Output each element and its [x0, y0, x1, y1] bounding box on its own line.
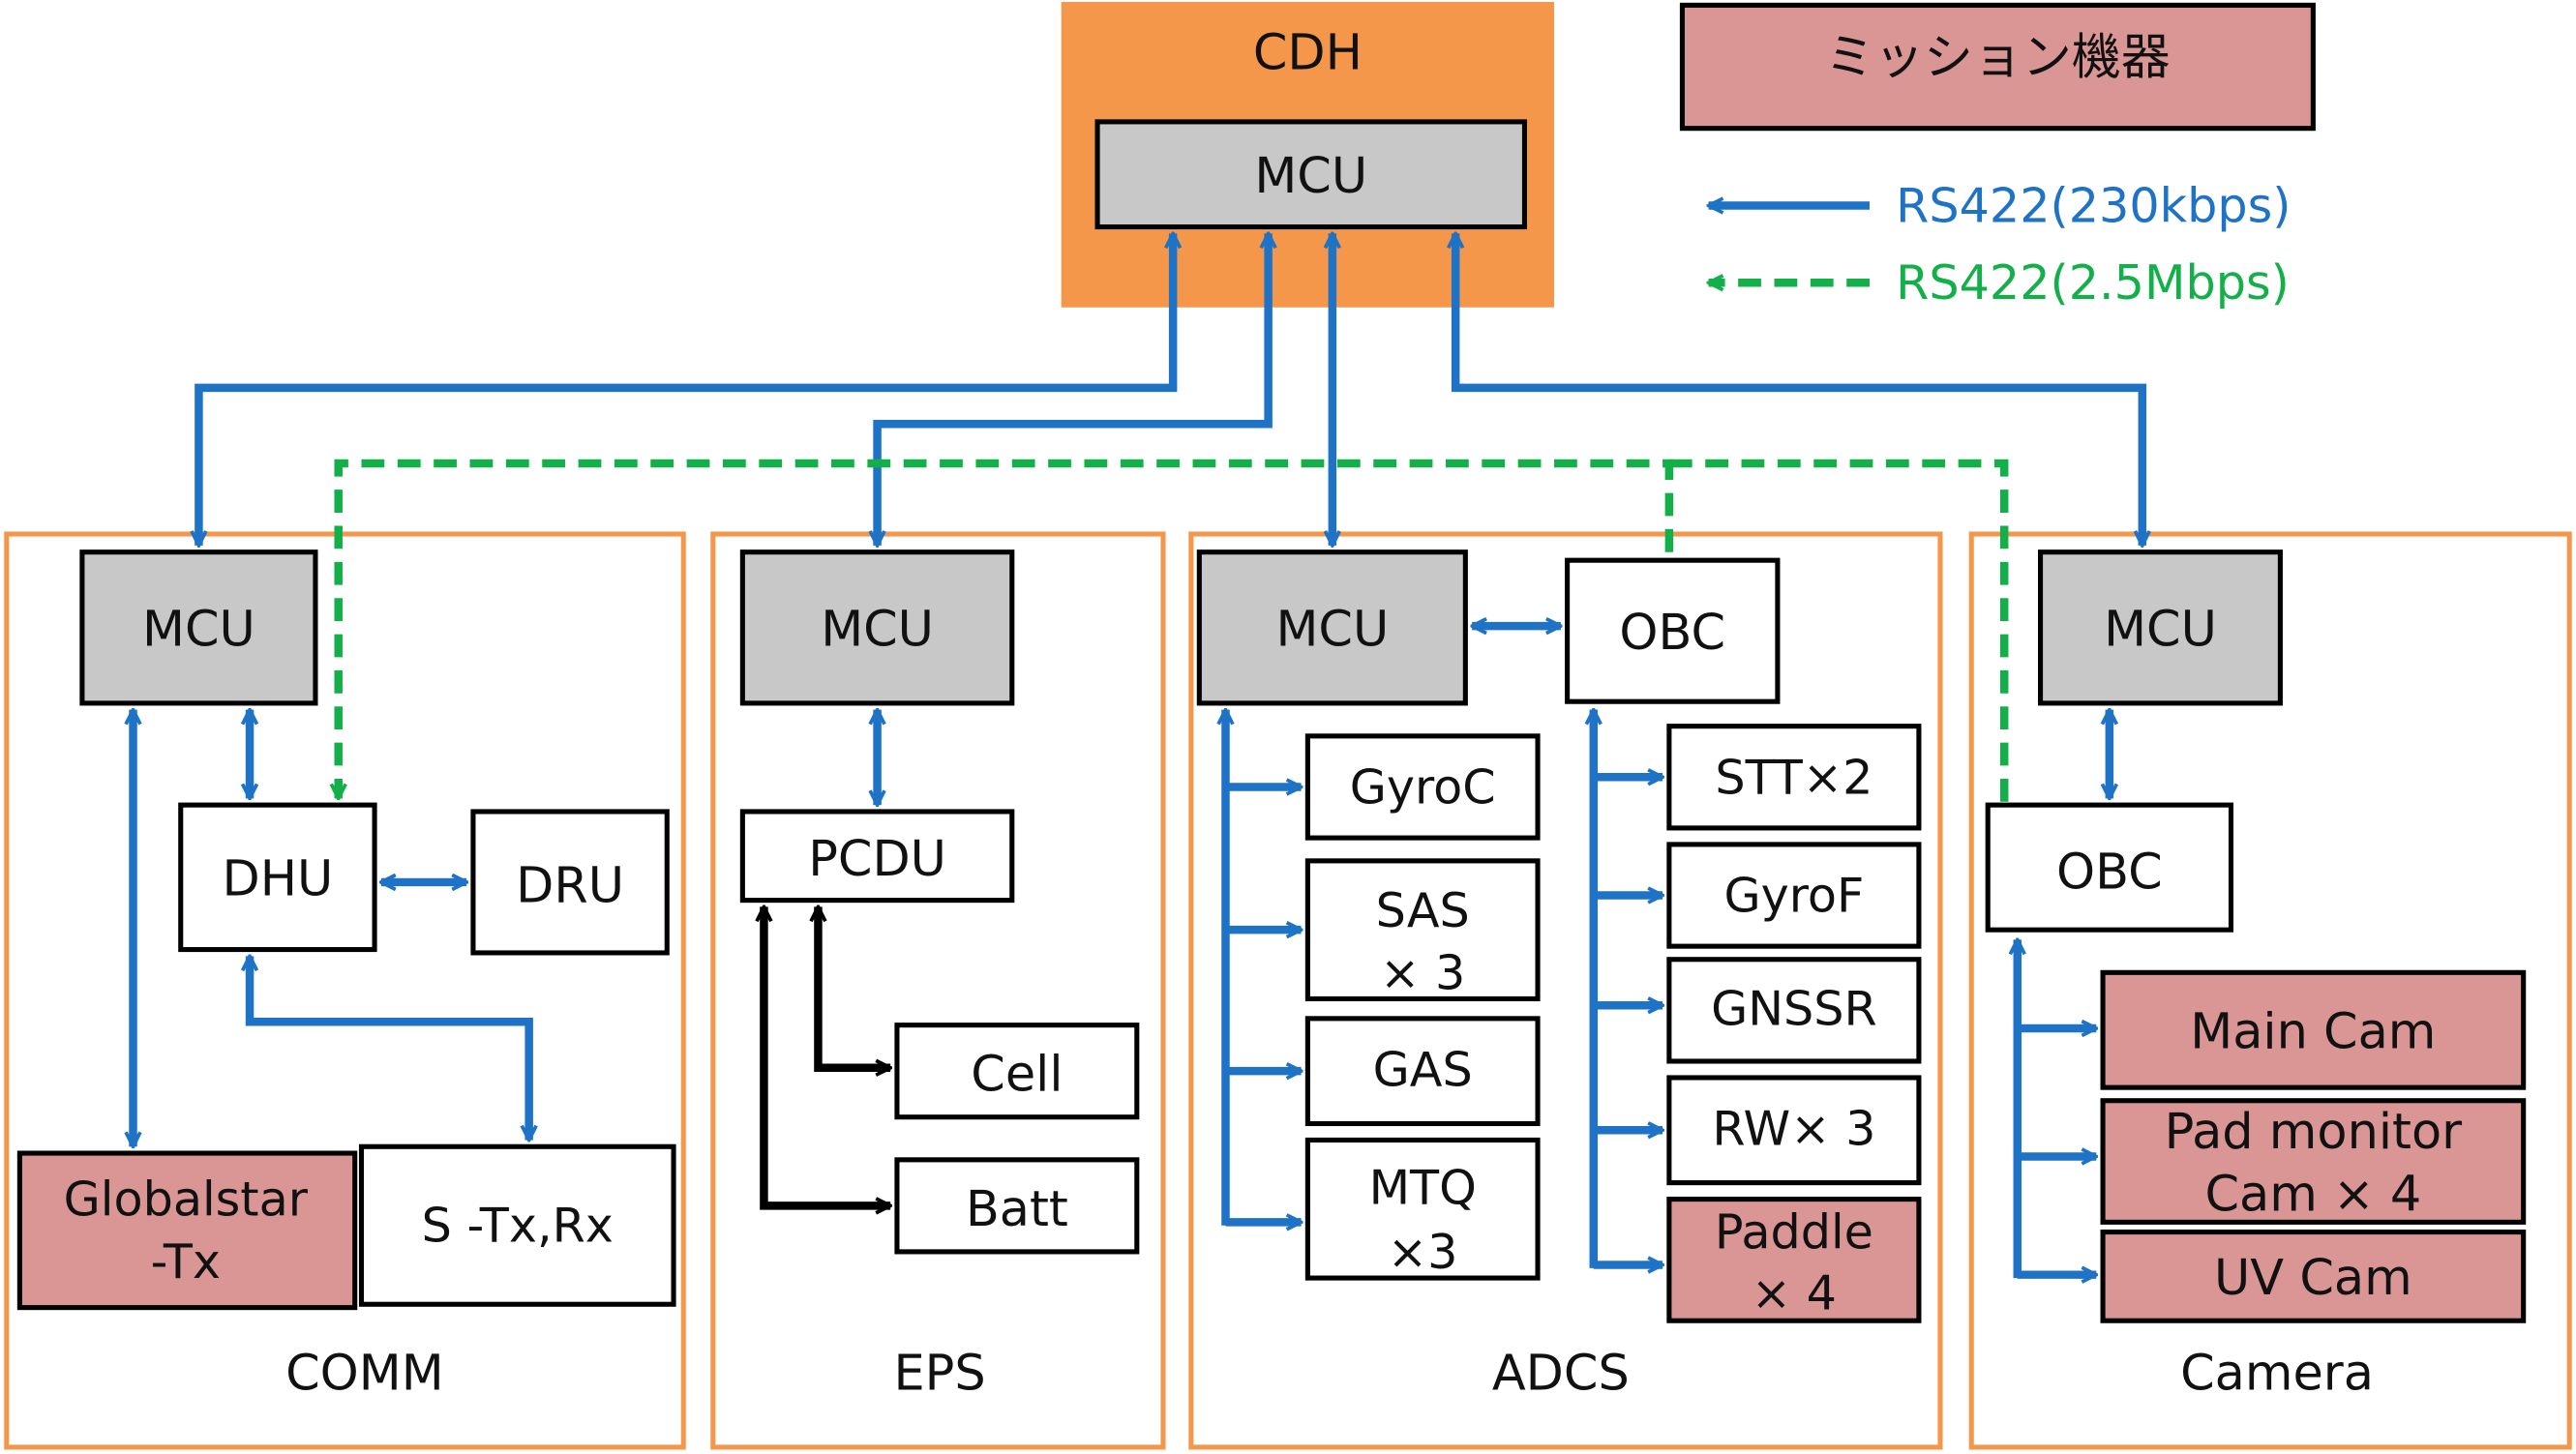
adcs-gyroc-box: [1304, 733, 1541, 841]
adcs-mtq-line1: MTQ: [1369, 1160, 1477, 1216]
adcs-gas-box: [1304, 1016, 1541, 1127]
adcs-sas-box: [1304, 858, 1541, 1002]
adcs-paddle-box[interactable]: [1666, 1197, 1922, 1323]
comm-globalstar-line1: Globalstar: [64, 1172, 309, 1228]
adcs-gyrof-label: GyroF: [1723, 867, 1864, 923]
camera-mcu-box: [2038, 549, 2283, 706]
adcs-gnssr-box: [1666, 957, 1922, 1064]
cdh-links: [198, 233, 2142, 546]
camera-uv-cam-box[interactable]: [2100, 1229, 2527, 1323]
camera-pad-cam-line2: Cam × 4: [2204, 1166, 2421, 1223]
camera-main-cam-label: Main Cam: [2190, 1003, 2436, 1060]
camera-mcu-label: MCU: [2104, 601, 2217, 658]
fast-links: [339, 459, 2009, 802]
camera-obc-label: OBC: [2056, 845, 2163, 902]
comm-name: COMM: [285, 1346, 444, 1403]
adcs-gnssr-label: GNSSR: [1711, 981, 1877, 1037]
comm-stxrx-box: [358, 1143, 676, 1307]
comm-dru-label: DRU: [516, 857, 624, 914]
cdh-title: CDH: [1253, 25, 1363, 82]
adcs-obc-bus: [1594, 710, 1662, 1268]
adcs-mtq-box: [1304, 1137, 1541, 1281]
legend-rs422-fast: RS422(2.5Mbps): [1896, 254, 2290, 311]
eps-batt-box: [894, 1157, 1140, 1255]
adcs-stt-label: STT×2: [1715, 749, 1872, 805]
camera-uv-cam-label: UV Cam: [2214, 1250, 2412, 1307]
adcs-sas-line2: × 3: [1380, 944, 1465, 1000]
legend-rs422-slow: RS422(230kbps): [1896, 177, 2291, 233]
eps-mcu-label: MCU: [821, 601, 934, 658]
adcs-gyroc-label: GyroC: [1350, 758, 1496, 815]
eps-power-links: [764, 906, 890, 1205]
camera-frame: [1968, 531, 2572, 1450]
adcs-gas-label: GAS: [1373, 1041, 1473, 1097]
cdh-mcu-label: MCU: [1254, 148, 1367, 205]
adcs-name: ADCS: [1492, 1346, 1630, 1403]
cdh-mcu-box: [1094, 119, 1528, 230]
camera-obc-box: [1985, 802, 2234, 933]
eps-mcu-box: [739, 549, 1015, 706]
adcs-mtq-line2: ×3: [1388, 1224, 1458, 1280]
adcs-obc-box: [1565, 557, 1781, 704]
comm-stxrx-label: S -Tx,Rx: [422, 1198, 614, 1254]
camera-pad-cam-line1: Pad monitor: [2165, 1104, 2462, 1161]
camera-obc-bus: [2018, 939, 2096, 1278]
adcs-mcu-box: [1196, 549, 1468, 706]
comm-mcu-label: MCU: [142, 601, 255, 658]
adcs-rw-box: [1666, 1075, 1922, 1186]
legend-mission-swatch: [1679, 2, 2316, 132]
adcs-paddle-line2: × 4: [1752, 1264, 1837, 1320]
adcs-obc-label: OBC: [1619, 605, 1725, 662]
comm-dhu-box: [178, 802, 377, 953]
eps-pcdu-box: [739, 809, 1015, 904]
eps-pcdu-label: PCDU: [808, 831, 946, 888]
eps-cell-label: Cell: [971, 1047, 1063, 1104]
adcs-stt-box: [1666, 724, 1922, 831]
adcs-rw-label: RW× 3: [1712, 1101, 1875, 1157]
legend-mission-label: ミッション機器: [1825, 30, 2170, 87]
adcs-sas-line1: SAS: [1376, 882, 1470, 938]
eps-cell-box: [894, 1023, 1140, 1120]
adcs-gyrof-box: [1666, 842, 1922, 949]
eps-batt-label: Batt: [966, 1181, 1068, 1238]
camera-pad-cam-box[interactable]: [2100, 1098, 2527, 1225]
eps-name: EPS: [893, 1346, 985, 1403]
comm-globalstar-box[interactable]: [16, 1150, 358, 1311]
comm-dhu-label: DHU: [223, 851, 334, 908]
camera-main-cam-box[interactable]: [2100, 969, 2527, 1090]
comm-globalstar-line2: -Tx: [151, 1233, 221, 1290]
comm-mcu-box: [79, 549, 318, 706]
camera-name: Camera: [2180, 1346, 2374, 1403]
comm-links: [134, 710, 529, 1147]
adcs-mcu-label: MCU: [1275, 601, 1389, 658]
comm-dru-box: [470, 809, 670, 956]
adcs-paddle-line1: Paddle: [1715, 1204, 1873, 1261]
adcs-mcu-bus: [1225, 710, 1301, 1226]
